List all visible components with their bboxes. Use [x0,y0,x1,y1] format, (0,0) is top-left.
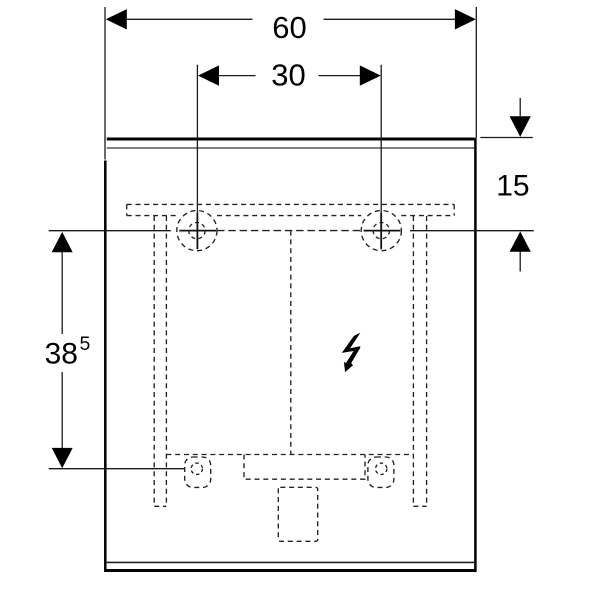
svg-text:15: 15 [496,170,529,203]
svg-text:38: 38 [45,338,78,371]
svg-text:5: 5 [80,333,91,355]
svg-text:60: 60 [272,10,306,45]
svg-text:30: 30 [271,58,305,93]
